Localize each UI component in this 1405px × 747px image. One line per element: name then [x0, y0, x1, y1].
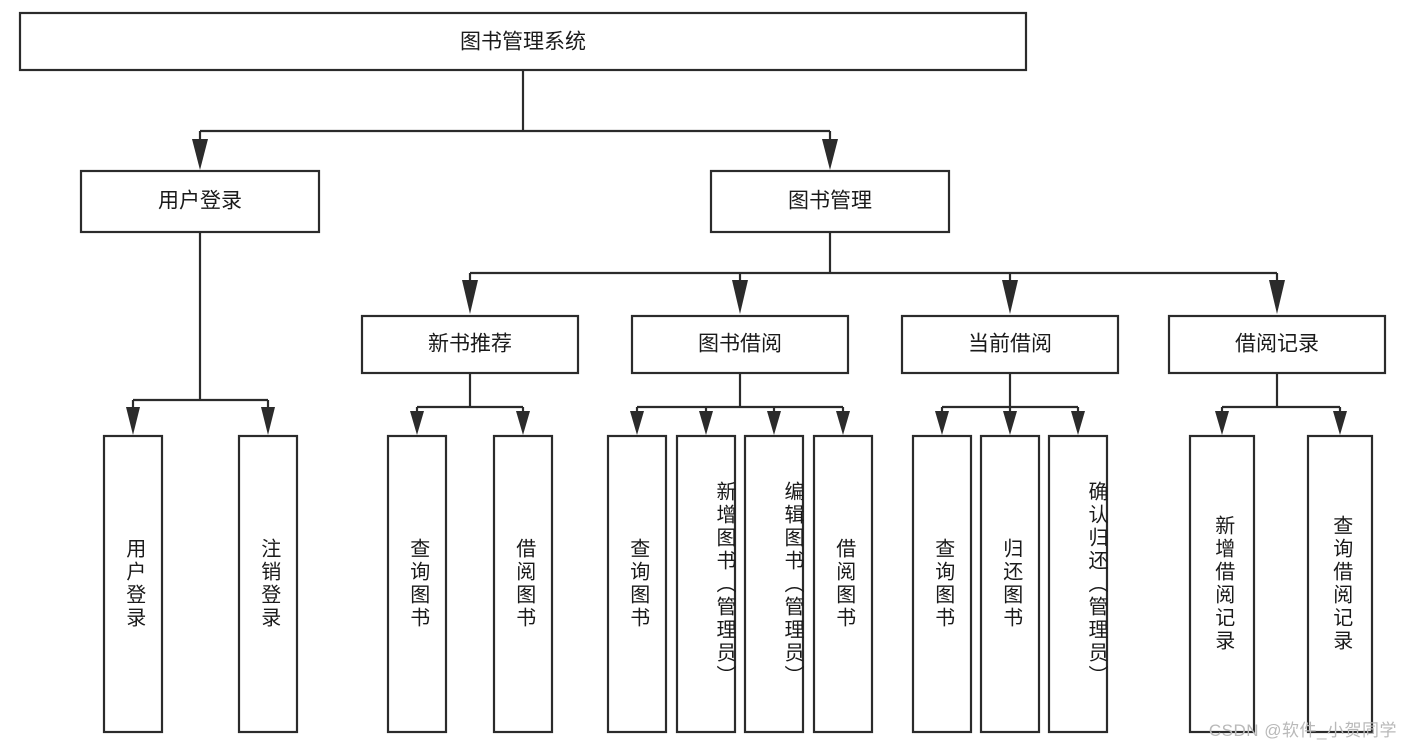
arrow-head-leaf-user-login	[126, 407, 140, 435]
arrow-head-new-book-recommend	[462, 280, 478, 314]
leaf-box-user-login-login[interactable]	[102, 434, 164, 734]
arrow-head-br-leaf-2	[1333, 411, 1347, 435]
arrow-head-cb-leaf-3	[1071, 411, 1085, 435]
leaf-box-nbr-borrow-book[interactable]	[492, 434, 554, 734]
arrow-head-current-borrow	[1002, 280, 1018, 314]
arrow-head-cb-leaf-1	[935, 411, 949, 435]
arrow-head-cb-leaf-2	[1003, 411, 1017, 435]
node-layer: 图书管理系统 用户登录 图书管理 新书推荐 图书借阅 当前借阅 借阅记录	[18, 11, 1387, 734]
node-label-book-borrow: 图书借阅	[698, 333, 782, 356]
arrow-head-book-borrow	[732, 280, 748, 314]
leaf-box-br-add-record[interactable]	[1188, 434, 1256, 734]
leaf-box-bb-borrow-book[interactable]	[812, 434, 874, 734]
arrow-head-bb-leaf-3	[767, 411, 781, 435]
arrow-head-bb-leaf-1	[630, 411, 644, 435]
node-box-borrow-records[interactable]	[1167, 314, 1387, 375]
node-box-root[interactable]	[18, 11, 1028, 72]
connector-layer	[126, 70, 1347, 435]
arrow-head-bb-leaf-2	[699, 411, 713, 435]
leaf-box-br-query-record[interactable]	[1306, 434, 1374, 734]
leaf-box-bb-edit-book-admin[interactable]	[743, 434, 805, 734]
node-box-user-login[interactable]	[79, 169, 321, 234]
leaf-box-bb-add-book-admin[interactable]	[675, 434, 737, 734]
node-box-new-book-recommend[interactable]	[360, 314, 580, 375]
leaf-box-user-login-logout[interactable]	[237, 434, 299, 734]
arrow-head-bb-leaf-4	[836, 411, 850, 435]
node-box-book-borrow[interactable]	[630, 314, 850, 375]
node-box-book-management[interactable]	[709, 169, 951, 234]
node-label-borrow-records: 借阅记录	[1235, 333, 1319, 356]
node-label-book-management: 图书管理	[788, 190, 872, 213]
leaf-box-cb-return-book[interactable]	[979, 434, 1041, 734]
leaf-box-bb-query-book[interactable]	[606, 434, 668, 734]
watermark-text: CSDN @软件_小贺同学	[1208, 721, 1397, 740]
leaf-box-cb-confirm-return-admin[interactable]	[1047, 434, 1109, 734]
leaf-box-cb-query-book[interactable]	[911, 434, 973, 734]
leaf-box-nbr-query-book[interactable]	[386, 434, 448, 734]
arrow-head-book-mgmt	[822, 139, 838, 170]
node-label-user-login: 用户登录	[158, 190, 242, 213]
arrow-head-borrow-records	[1269, 280, 1285, 314]
node-label-current-borrow: 当前借阅	[968, 333, 1052, 356]
node-box-current-borrow[interactable]	[900, 314, 1120, 375]
arrow-head-nbr-leaf-2	[516, 411, 530, 435]
arrow-head-leaf-logout	[261, 407, 275, 435]
node-label-root: 图书管理系统	[460, 31, 586, 54]
node-label-new-book-recommend: 新书推荐	[428, 333, 512, 356]
arrow-head-br-leaf-1	[1215, 411, 1229, 435]
arrow-head-nbr-leaf-1	[410, 411, 424, 435]
arrow-head-user-login	[192, 139, 208, 170]
